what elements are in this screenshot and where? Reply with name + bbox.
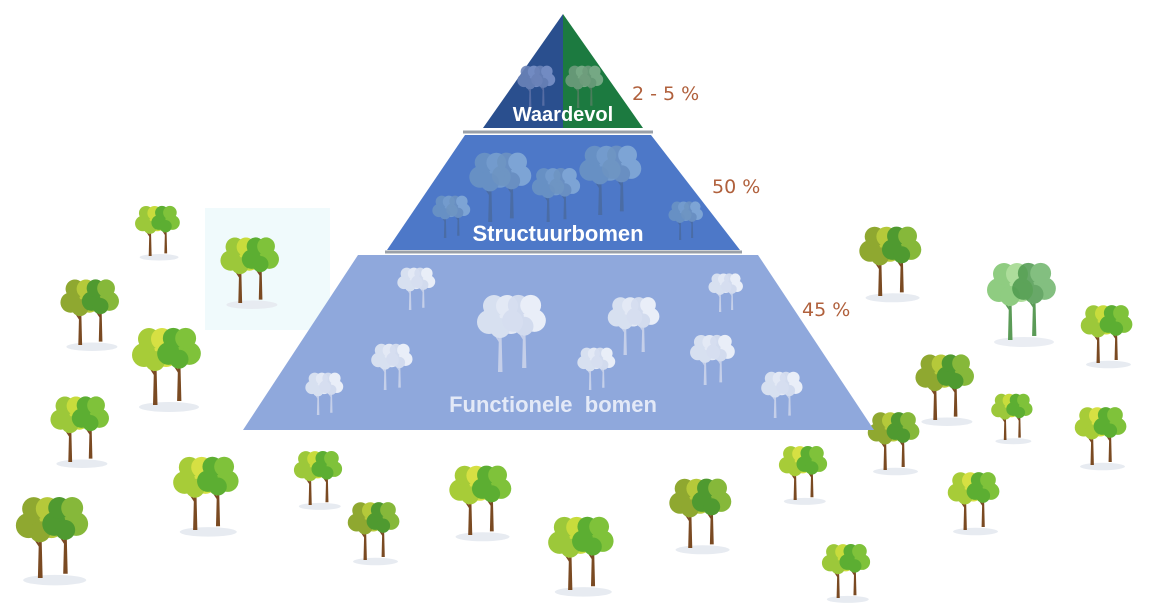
tree-icon — [776, 371, 803, 416]
tree-icon — [386, 343, 413, 388]
highlighted-tree — [220, 237, 279, 309]
tree-icon — [572, 516, 614, 587]
percent-label-structuurbomen: 50 % — [712, 176, 760, 198]
pyramid — [243, 14, 874, 430]
tree-icon — [706, 334, 735, 383]
tree-icon — [881, 226, 922, 293]
tree-icon — [491, 152, 532, 219]
tree-icon — [966, 472, 1000, 527]
tree-icon — [502, 294, 546, 368]
tree-icon — [601, 145, 642, 212]
tree-icon — [157, 327, 201, 401]
tree-icon — [81, 279, 119, 342]
tier-trees — [305, 65, 803, 418]
tree-icon — [319, 372, 344, 413]
tier-label-functionele-bomen: Functionele bomen — [449, 392, 657, 417]
tree-icon — [681, 201, 703, 238]
tree-icon — [151, 205, 180, 254]
tree-icon — [886, 412, 920, 467]
tree-icon — [936, 354, 974, 417]
tree-icon — [311, 450, 343, 503]
tree-icon — [591, 347, 616, 388]
tree-icon — [549, 167, 581, 220]
tier-waardevol-right — [563, 14, 643, 128]
tier-label-waardevol: Waardevol — [513, 104, 613, 126]
tree-icon — [531, 65, 556, 106]
tree-icon — [839, 543, 871, 596]
tree-icon — [626, 297, 660, 352]
tree-icon — [691, 478, 732, 545]
tree-icon — [446, 195, 471, 236]
tree-icon — [471, 465, 512, 532]
tree-icon — [411, 267, 436, 308]
tree-icon — [796, 445, 828, 498]
percent-label-functionele-bomen: 45 % — [802, 299, 850, 321]
tier-label-structuurbomen: Structuurbomen — [472, 221, 643, 246]
tree-icon — [197, 456, 239, 527]
tree-icon — [1012, 262, 1056, 336]
tree-icon — [579, 65, 604, 106]
tree-icon — [1006, 393, 1033, 438]
tree-icon — [1099, 305, 1133, 360]
tree-icon — [71, 396, 109, 459]
tree-icon — [366, 502, 400, 557]
percent-label-waardevol: 2 - 5 % — [632, 83, 699, 105]
tree-icon — [1093, 407, 1127, 462]
highlight-box — [205, 208, 330, 330]
tree-icon — [241, 237, 279, 300]
tree-icon — [721, 273, 743, 310]
background-trees — [15, 205, 1133, 603]
tree-icon — [42, 496, 89, 574]
